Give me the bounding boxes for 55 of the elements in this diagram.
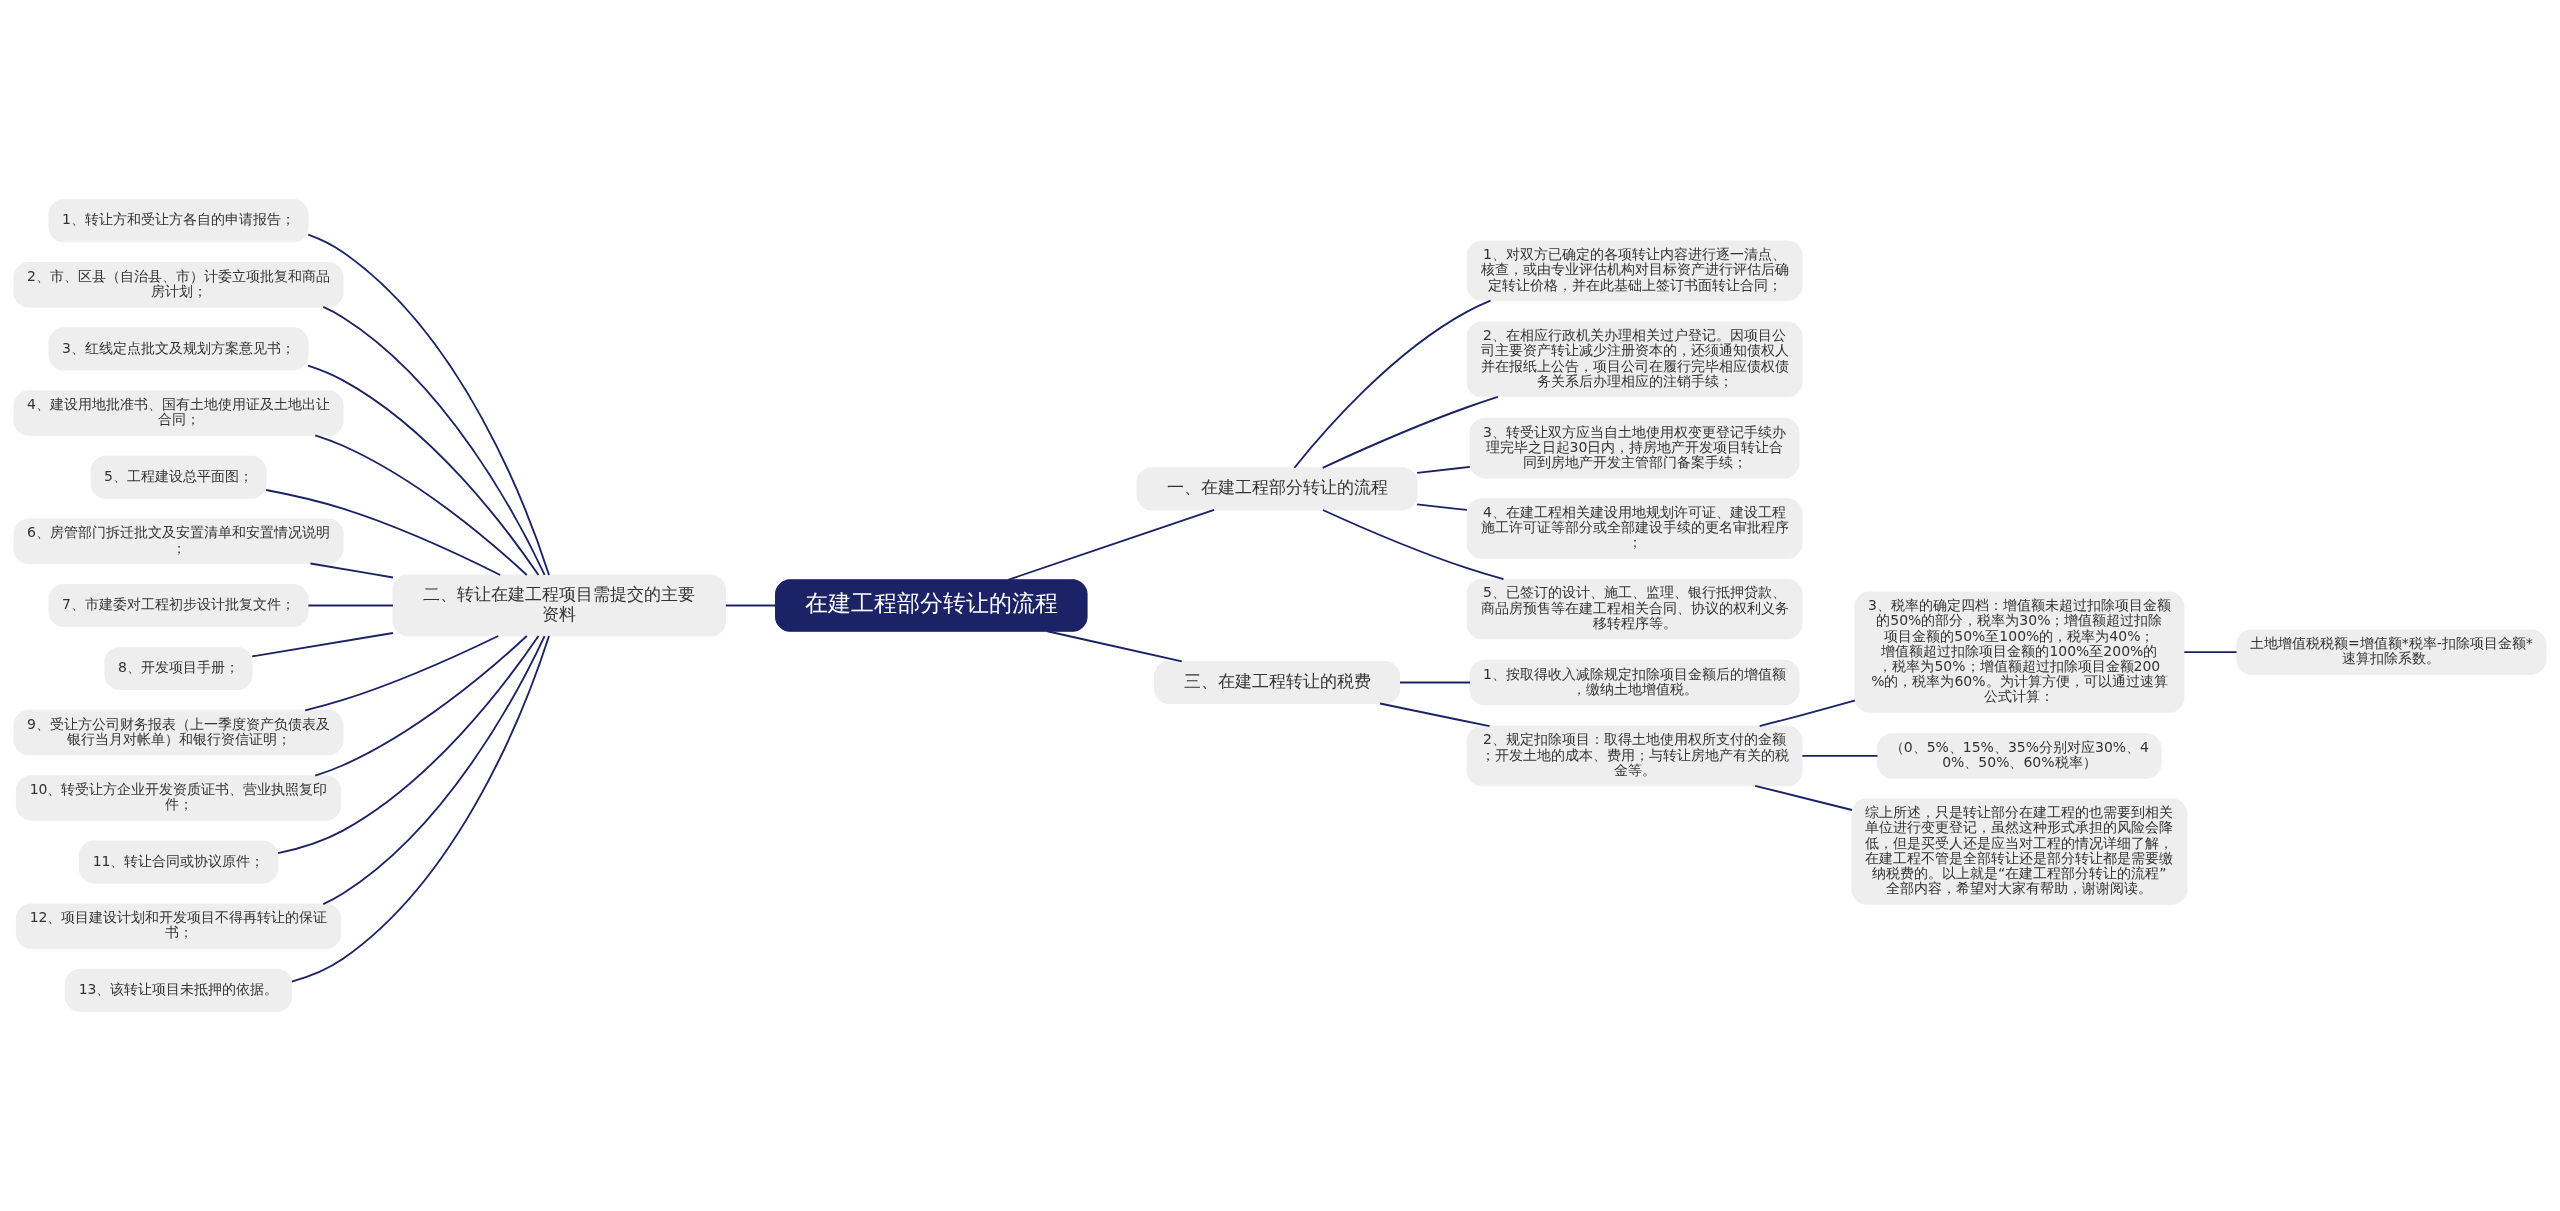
connector	[309, 562, 394, 579]
node-box: 3、税率的确定四档：增值额未超过扣除项目金额的50%的部分，税率为30%；增值额超过扣除项目金额的50%至100%的，税率为40%；增值额超过扣除项目金额的100%至200%的，税率为50%；增值额超过扣除项目金额200%的，税率为60%。为计算方便，可以通过速算公式计算：	[1854, 591, 2185, 713]
connector	[1321, 395, 1499, 469]
node-box: 4、在建工程相关建设用地规划许可证、建设工程施工许可证等部分或全部建设手续的更名审批程序；	[1466, 498, 1803, 559]
connector	[322, 635, 546, 905]
node-box: 综上所述，只是转让部分在建工程的也需要到相关单位进行变更登记，虽然这种形式承担的风险会降低，但是买受人还是应当对工程的情况详细了解，在建工程不管是全部转让还是部分转让都是需要缴纳税费的。以上就是“在建工程部分转让的流程”全部内容，希望对大家有帮助，谢谢阅读。	[1851, 798, 2188, 905]
node-box: 三、在建工程转让的税费	[1154, 660, 1401, 705]
node-box: 1、对双方已确定的各项转让内容进行逐一清点、核查，或由专业评估机构对目标资产进行评估后确定转让价格，并在此基础上签订书面转让合同；	[1466, 240, 1803, 302]
connector	[1801, 755, 1879, 757]
connector	[1416, 503, 1468, 511]
node-box: （0、5%、15%、35%分别对应30%、40%、50%、60%税率）	[1877, 733, 2162, 779]
node-box: 9、受让方公司财务报表（上一季度资产负债表及银行当月对帐单）和银行资信证明；	[13, 709, 344, 756]
node-box: 13、该转让项目未抵押的依据。	[64, 968, 293, 1012]
connector	[1399, 681, 1471, 684]
node-box: 11、转让合同或协议原件；	[78, 840, 279, 884]
node-box: 7、市建委对工程初步设计批复文件；	[48, 583, 309, 628]
node-box: 2、规定扣除项目：取得土地使用权所支付的金额；开发土地的成本、费用；与转让房地产有关的税金等。	[1466, 725, 1803, 787]
connector	[307, 233, 550, 576]
connector	[2183, 651, 2238, 654]
node-box: 4、建设用地批准书、国有土地使用证及土地出让合同；	[13, 390, 344, 436]
node-box: 8、开发项目手册；	[104, 646, 253, 691]
connector	[307, 364, 540, 576]
node-box: 3、转受让双方应当自土地使用权变更登记手续办理完毕之日起30日内，持房地产开发项目转让合同到房地产开发主管部门备案手续；	[1469, 417, 1800, 479]
connector	[1416, 465, 1471, 474]
node-box: 5、已签订的设计、施工、监理、银行抵押贷款、商品房预售等在建工程相关合同、协议的权利义务移转程序等。	[1466, 578, 1803, 640]
connector	[314, 635, 528, 777]
connector	[322, 306, 546, 576]
connector	[314, 434, 528, 576]
node-box: 在建工程部分转让的流程	[775, 579, 1088, 632]
connector	[1046, 630, 1183, 663]
node-box: 二、转让在建工程项目需提交的主要资料	[392, 574, 727, 637]
node-box: 5、工程建设总平面图；	[90, 455, 267, 499]
connector	[265, 489, 502, 576]
connector	[290, 635, 550, 983]
node-box: 一、在建工程部分转让的流程	[1136, 467, 1418, 511]
node-box: 土地增值税税额=增值额*税率-扣除项目金额*速算扣除系数。	[2236, 629, 2547, 675]
node-box: 6、房管部门拆迁批文及安置清单和安置情况说明；	[13, 518, 344, 565]
node-box: 10、转受让方企业开发资质证书、营业执照复印件；	[15, 775, 342, 821]
connector	[1293, 299, 1492, 469]
node-box: 2、市、区县（自治县、市）计委立项批复和商品房计划；	[13, 262, 344, 308]
node-box: 3、红线定点批文及规划方案意见书；	[48, 327, 309, 371]
connector	[307, 604, 394, 607]
node-box: 1、按取得收入减除规定扣除项目金额后的增值额，缴纳土地增值税。	[1469, 659, 1800, 706]
connector	[1007, 508, 1215, 581]
node-box: 1、转让方和受让方各自的申请报告；	[48, 199, 309, 243]
node-box: 12、项目建设计划和开发项目不得再转让的保证书；	[15, 903, 342, 949]
connector	[724, 604, 777, 607]
connector	[304, 635, 500, 712]
connector	[1758, 699, 1856, 728]
connector	[277, 635, 540, 855]
connector	[1754, 784, 1853, 811]
connector	[1322, 509, 1505, 581]
connector	[1379, 702, 1491, 728]
node-box: 2、在相应行政机关办理相关过户登记。因项目公司主要资产转让减少注册资本的，还须通知债权人并在报纸上公告，项目公司在履行完毕相应债权债务关系后办理相应的注销手续；	[1466, 321, 1803, 398]
connector	[251, 632, 394, 658]
